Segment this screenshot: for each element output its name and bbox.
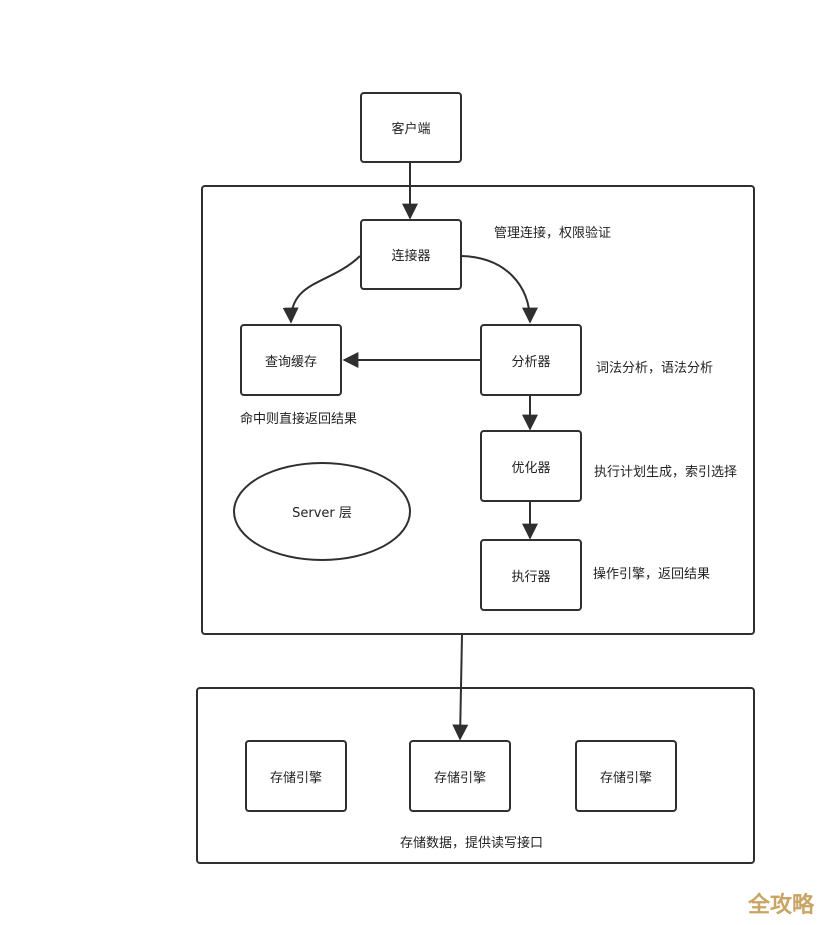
storage-note: 存储数据，提供读写接口 <box>400 836 544 851</box>
connector-node: 连接器 <box>360 219 462 290</box>
optimizer-note: 执行计划生成，索引选择 <box>594 465 738 480</box>
edge-connector-analyzer <box>460 255 538 324</box>
edge-connector-cache <box>282 255 361 324</box>
executor-node: 执行器 <box>480 539 582 611</box>
edge-server-storage <box>452 634 469 741</box>
analyzer-node: 分析器 <box>480 324 582 396</box>
server-layer-container <box>201 185 755 635</box>
storage-engine-node-3: 存储引擎 <box>575 740 677 812</box>
analyzer-note: 词法分析，语法分析 <box>596 361 714 376</box>
query-cache-node: 查询缓存 <box>240 324 342 396</box>
connector-note: 管理连接，权限验证 <box>494 226 612 241</box>
optimizer-node: 优化器 <box>480 430 582 502</box>
executor-note: 操作引擎，返回结果 <box>593 567 711 582</box>
cache-note: 命中则直接返回结果 <box>240 412 358 427</box>
client-node: 客户端 <box>360 92 462 163</box>
storage-engine-node-1: 存储引擎 <box>245 740 347 812</box>
server-layer-ellipse: Server 层 <box>233 462 411 561</box>
watermark-logo: 全攻略 <box>747 893 814 918</box>
storage-layer-container <box>196 687 755 864</box>
storage-engine-node-2: 存储引擎 <box>409 740 511 812</box>
